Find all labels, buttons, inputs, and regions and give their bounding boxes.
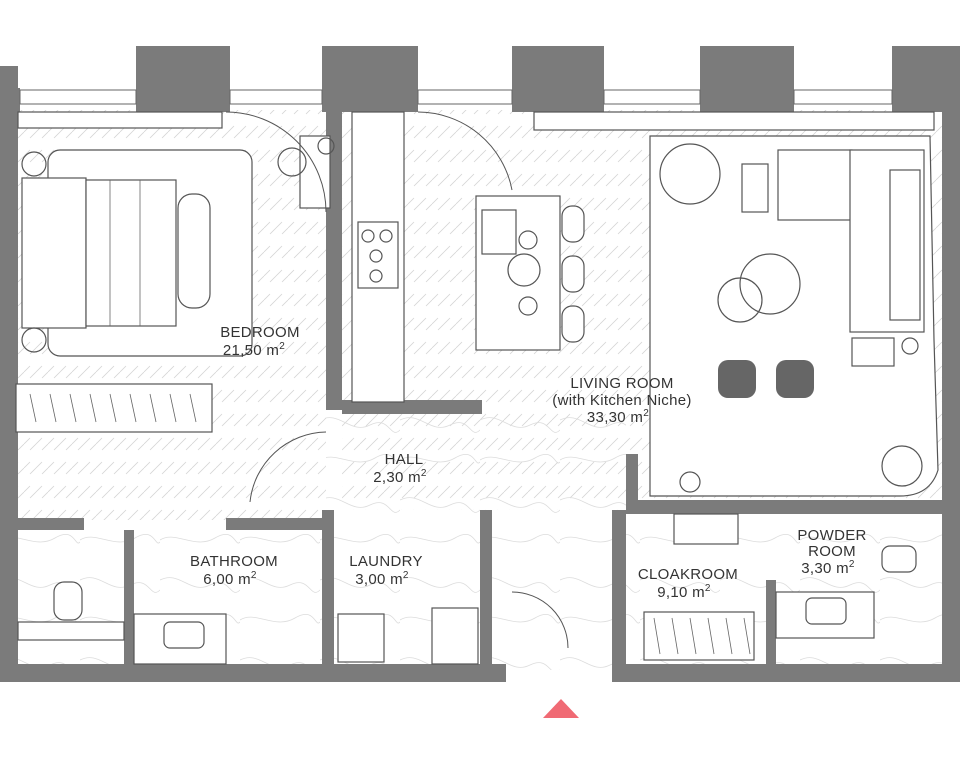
svg-text:2,30 m2: 2,30 m2 bbox=[373, 468, 427, 486]
hall-name: HALL bbox=[385, 451, 424, 468]
laundry-area: 3,00 m bbox=[355, 571, 403, 588]
svg-text:3,00 m2: 3,00 m2 bbox=[355, 570, 409, 588]
hall-area-sup: 2 bbox=[421, 468, 427, 479]
cloakroom-area-sup: 2 bbox=[705, 583, 711, 594]
laundry-name: LAUNDRY bbox=[349, 553, 423, 570]
cloakroom-name: CLOAKROOM bbox=[638, 566, 738, 583]
hall-area: 2,30 m bbox=[373, 469, 421, 486]
bathroom-area: 6,00 m bbox=[203, 571, 251, 588]
windows bbox=[17, 89, 935, 131]
powder-room-area-sup: 2 bbox=[849, 559, 855, 570]
bathroom-area-sup: 2 bbox=[251, 570, 257, 581]
room-labels: BEDROOM 21,50 m2 LIVING ROOM (with Kitch… bbox=[190, 324, 866, 601]
svg-text:9,10 m2: 9,10 m2 bbox=[657, 583, 711, 601]
living-room-area: 33,30 m bbox=[587, 409, 643, 426]
bedroom-area: 21,50 m bbox=[223, 342, 279, 359]
wet-fixtures bbox=[17, 431, 917, 665]
bedroom-furniture bbox=[15, 111, 335, 433]
laundry-area-sup: 2 bbox=[403, 570, 409, 581]
powder-room-name-2: ROOM bbox=[808, 543, 856, 560]
living-room-subtitle: (with Kitchen Niche) bbox=[552, 392, 691, 409]
powder-room-area: 3,30 m bbox=[801, 560, 849, 577]
living-furniture bbox=[649, 135, 939, 497]
living-room-area-sup: 2 bbox=[643, 408, 649, 419]
entrance-triangle-icon bbox=[543, 699, 579, 718]
kitchen-furniture bbox=[351, 111, 585, 403]
living-room-name: LIVING ROOM bbox=[570, 375, 673, 392]
svg-text:33,30 m2: 33,30 m2 bbox=[587, 408, 649, 426]
bedroom-area-sup: 2 bbox=[279, 341, 285, 352]
svg-text:6,00 m2: 6,00 m2 bbox=[203, 570, 257, 588]
powder-room-name: POWDER bbox=[797, 527, 866, 544]
bedroom-name: BEDROOM bbox=[220, 324, 300, 341]
svg-text:21,50 m2: 21,50 m2 bbox=[223, 341, 285, 359]
cloakroom-area: 9,10 m bbox=[657, 584, 705, 601]
svg-text:3,30 m2: 3,30 m2 bbox=[801, 559, 855, 577]
bathroom-name: BATHROOM bbox=[190, 553, 278, 570]
